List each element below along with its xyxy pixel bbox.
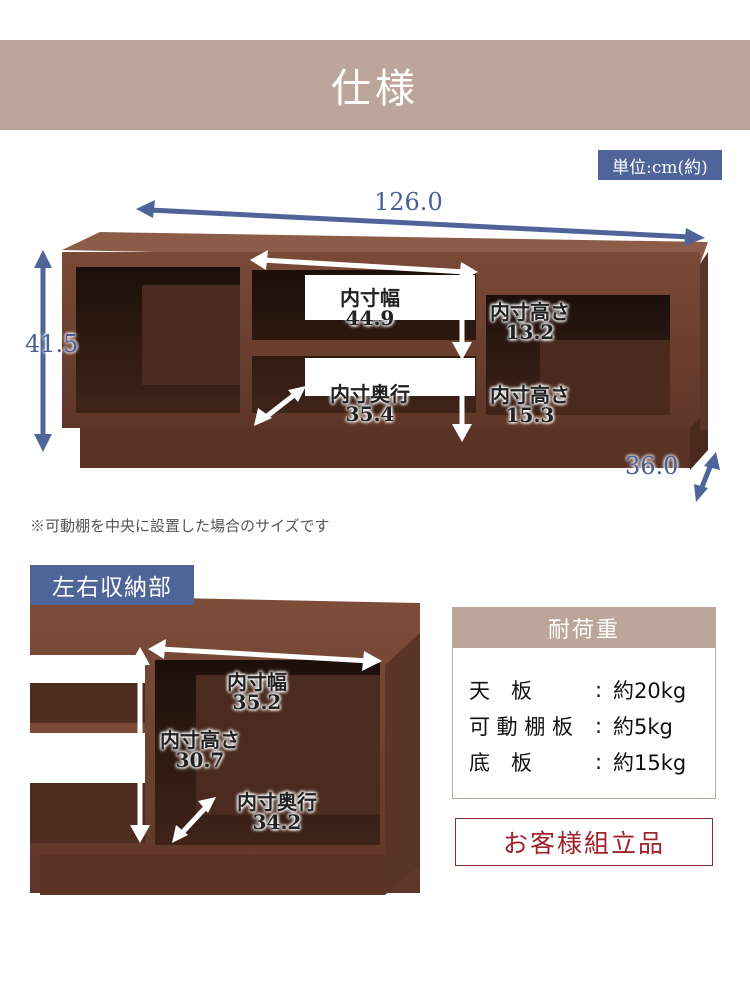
- load-capacity-box: 耐荷重 天 板:約20kg 可 動 棚 板:約5kg 底 板:約15kg: [452, 607, 716, 799]
- unit-badge: 単位:cm(約): [598, 150, 722, 180]
- assembly-required-badge: お客様組立品: [455, 818, 713, 866]
- load-capacity-title: 耐荷重: [453, 608, 715, 648]
- side-compartment-illustration: [30, 595, 420, 895]
- load-row-top-board: 天 板:約20kg: [469, 678, 687, 703]
- load-row-adjustable-shelf: 可 動 棚 板:約5kg: [469, 714, 673, 739]
- overall-width-label: 126.0: [374, 188, 443, 216]
- overall-depth-label: 36.0: [625, 452, 679, 480]
- spec-title-banner: 仕様: [0, 40, 750, 130]
- page-title: 仕様: [331, 66, 419, 112]
- overall-height-label: 41.5: [25, 330, 79, 358]
- load-row-bottom-board: 底 板:約15kg: [469, 750, 687, 775]
- tv-board-illustration: [34, 200, 720, 502]
- side-storage-tag: 左右収納部: [30, 565, 194, 605]
- adjustable-shelf-note: ※可動棚を中央に設置した場合のサイズです: [30, 517, 330, 535]
